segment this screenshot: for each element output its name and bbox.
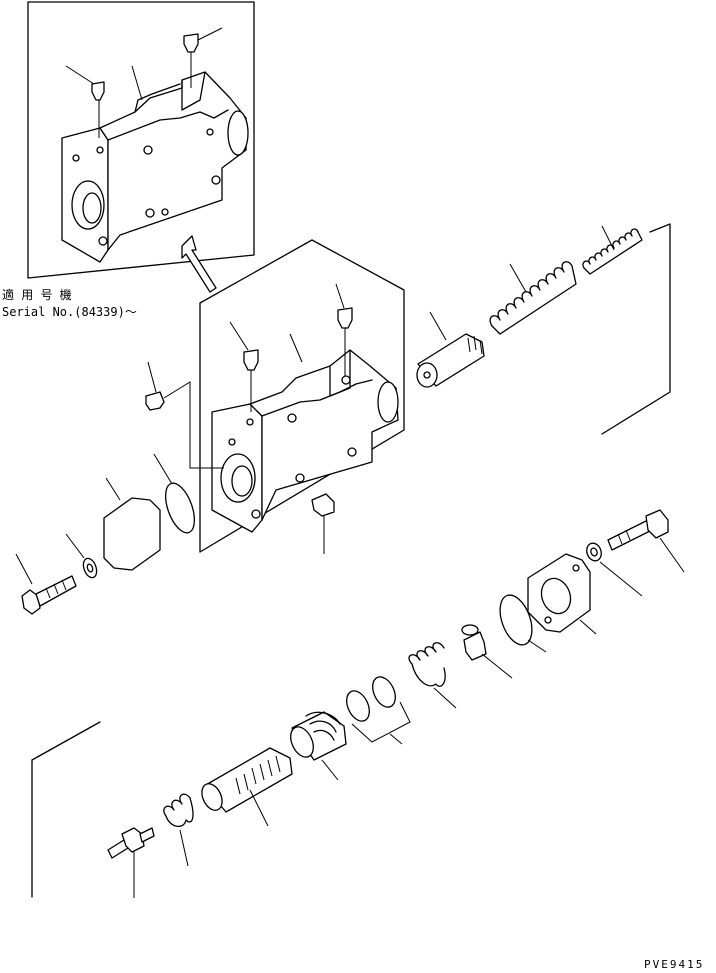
right-washer bbox=[586, 542, 643, 597]
spool-piston bbox=[416, 311, 485, 388]
lower-group-bracket bbox=[31, 721, 101, 898]
small-spring-lower bbox=[163, 793, 194, 867]
right-bolt bbox=[607, 509, 685, 573]
right-flange-cover bbox=[527, 553, 597, 635]
right-o-ring bbox=[499, 594, 547, 653]
spring-small bbox=[582, 225, 643, 275]
main-plug-left bbox=[229, 321, 259, 412]
shim-pair bbox=[346, 676, 411, 745]
main-spool bbox=[201, 747, 293, 827]
drawing-code: PVE9415 bbox=[644, 958, 704, 971]
lower-spring bbox=[408, 642, 457, 709]
inset-plug-large bbox=[183, 27, 223, 88]
inset-valve-body bbox=[61, 71, 249, 263]
pilot-pin bbox=[107, 827, 155, 898]
set-screw bbox=[311, 493, 335, 554]
stopper-plug bbox=[461, 624, 513, 679]
applicability-serial: Serial No.(84339)～ bbox=[2, 305, 137, 319]
main-valve-body bbox=[211, 349, 399, 533]
washer-left bbox=[65, 533, 98, 579]
spool-group-bracket bbox=[601, 223, 671, 435]
inset-body-leader bbox=[131, 65, 143, 101]
main-body-leader bbox=[289, 333, 303, 363]
bolt-left bbox=[15, 553, 77, 615]
inset-plug-small bbox=[65, 65, 105, 138]
o-ring-left bbox=[153, 453, 196, 534]
loose-plug bbox=[145, 361, 224, 469]
applicability-arrow-icon bbox=[181, 235, 217, 293]
main-plug-right bbox=[335, 283, 353, 376]
spring-large bbox=[489, 261, 577, 335]
left-cover bbox=[103, 477, 161, 571]
inset-frame bbox=[27, 1, 255, 279]
guide-sleeve bbox=[290, 711, 347, 781]
applicability-label: 適 用 号 機 bbox=[2, 287, 72, 302]
